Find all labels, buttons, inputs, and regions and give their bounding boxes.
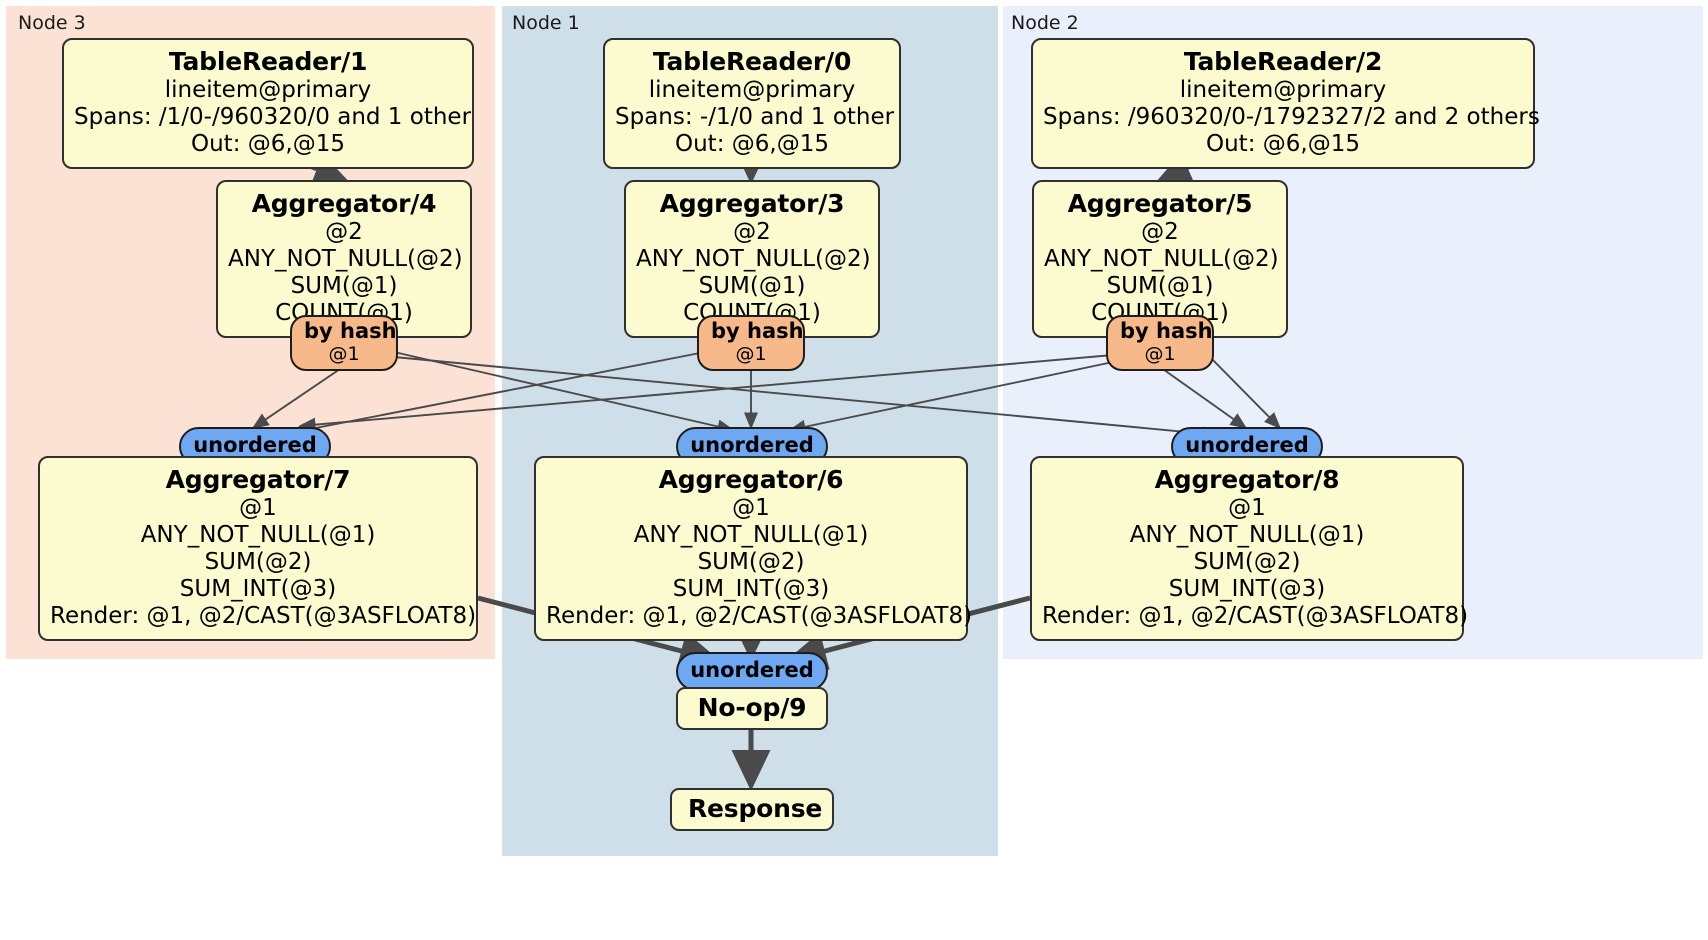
processor-table-reader-1[interactable]: TableReader/1 lineitem@primary Spans: /1… [62,38,474,169]
processor-line: Spans: /960320/0-/1792327/2 and 2 others [1043,104,1540,131]
processor-line: Out: @6,@15 [191,131,345,158]
processor-line: SUM(@2) [1193,549,1301,576]
processor-line: Out: @6,@15 [675,131,829,158]
processor-line: @2 [733,219,771,246]
processor-title: TableReader/1 [168,47,368,76]
processor-line: SUM(@2) [204,549,312,576]
stream-label: unordered [193,433,317,457]
processor-title: Aggregator/6 [658,465,844,494]
processor-table-reader-2[interactable]: TableReader/2 lineitem@primary Spans: /9… [1031,38,1540,169]
processor-line: SUM(@1) [1106,273,1214,300]
router-by-hash-right[interactable]: by hash @1 [1106,315,1214,371]
processor-line: @2 [1141,219,1179,246]
router-by-hash-left[interactable]: by hash @1 [290,315,398,371]
router-column: @1 [1144,342,1176,365]
processor-aggregator-6[interactable]: Aggregator/6 @1 ANY_NOT_NULL(@1) SUM(@2)… [534,456,973,641]
router-by-hash-middle[interactable]: by hash @1 [697,315,805,371]
processor-line: Render: @1, @2/CAST(@3ASFLOAT8) [1042,602,1469,629]
processor-line: @1 [239,495,277,522]
processor-line: Spans: /1/0-/960320/0 and 1 other [74,104,472,131]
processor-line: SUM(@1) [698,273,806,300]
router-label: by hash [711,319,804,343]
processor-no-op-9[interactable]: No-op/9 [676,687,828,731]
processor-line: Out: @6,@15 [1206,131,1360,158]
stream-label: unordered [1185,433,1309,457]
processor-aggregator-7[interactable]: Aggregator/7 @1 ANY_NOT_NULL(@1) SUM(@2)… [38,456,478,641]
processor-title: Aggregator/5 [1067,189,1253,218]
processor-line: SUM_INT(@3) [179,575,337,602]
stream-unordered-final[interactable]: unordered [676,652,828,691]
panel-label-node-3: Node 3 [18,12,86,34]
processor-line: SUM(@2) [697,549,805,576]
stream-label: unordered [690,433,814,457]
processor-table-reader-0[interactable]: TableReader/0 lineitem@primary Spans: -/… [603,38,901,169]
processor-aggregator-5[interactable]: Aggregator/5 @2 ANY_NOT_NULL(@2) SUM(@1)… [1032,180,1288,338]
processor-title: TableReader/0 [652,47,852,76]
processor-title: TableReader/2 [1183,47,1383,76]
processor-line: ANY_NOT_NULL(@2) [636,246,871,273]
processor-line: @2 [325,219,363,246]
processor-line: ANY_NOT_NULL(@1) [140,522,376,549]
processor-line: SUM(@1) [290,273,398,300]
processor-line: @1 [1228,495,1266,522]
processor-title: No-op/9 [697,693,807,722]
processor-response[interactable]: Response [670,788,834,832]
processor-line: lineitem@primary [164,77,372,104]
processor-line: @1 [732,495,770,522]
processor-aggregator-8[interactable]: Aggregator/8 @1 ANY_NOT_NULL(@1) SUM(@2)… [1030,456,1469,641]
router-column: @1 [735,342,767,365]
processor-line: ANY_NOT_NULL(@2) [1044,246,1279,273]
processor-title: Aggregator/4 [251,189,437,218]
processor-line: SUM_INT(@3) [672,575,830,602]
panel-label-node-1: Node 1 [512,12,580,34]
router-label: by hash [304,319,397,343]
processor-line: Spans: -/1/0 and 1 other [615,104,895,131]
stream-label: unordered [690,658,814,682]
processor-title: Aggregator/8 [1154,465,1340,494]
processor-title: Aggregator/7 [165,465,351,494]
processor-line: ANY_NOT_NULL(@1) [1129,522,1365,549]
processor-line: ANY_NOT_NULL(@1) [633,522,869,549]
router-column: @1 [328,342,360,365]
processor-line: Render: @1, @2/CAST(@3ASFLOAT8) [546,602,973,629]
processor-line: lineitem@primary [1179,77,1387,104]
processor-title: Response [688,794,823,823]
processor-line: Render: @1, @2/CAST(@3ASFLOAT8) [50,602,477,629]
panel-label-node-2: Node 2 [1011,12,1079,34]
processor-line: lineitem@primary [648,77,856,104]
processor-title: Aggregator/3 [659,189,845,218]
processor-aggregator-3[interactable]: Aggregator/3 @2 ANY_NOT_NULL(@2) SUM(@1)… [624,180,880,338]
router-label: by hash [1120,319,1213,343]
processor-line: ANY_NOT_NULL(@2) [228,246,463,273]
processor-line: SUM_INT(@3) [1168,575,1326,602]
